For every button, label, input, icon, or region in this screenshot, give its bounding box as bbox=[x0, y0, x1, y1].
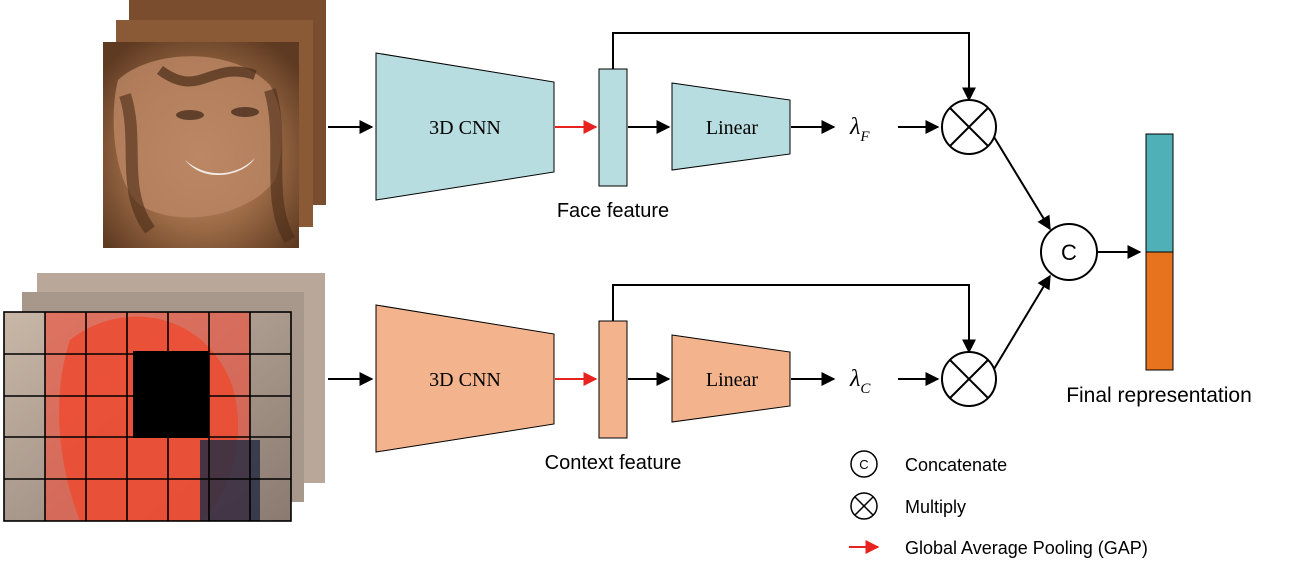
face-linear-block bbox=[671, 82, 791, 171]
context-skip-connection bbox=[612, 284, 976, 354]
face-feature-vector bbox=[598, 68, 628, 187]
face-input-stack bbox=[103, 0, 326, 248]
context-feature-label: Context feature bbox=[545, 452, 682, 474]
legend-gap-label: Global Average Pooling (GAP) bbox=[905, 538, 1148, 558]
context-linear-label: Linear bbox=[706, 369, 759, 391]
face-multiply-node bbox=[941, 99, 997, 155]
face-feature-label: Face feature bbox=[557, 200, 669, 222]
final-representation-vector bbox=[1145, 133, 1174, 371]
face-cnn-block bbox=[375, 52, 555, 201]
legend-multiply-icon bbox=[850, 492, 878, 520]
face-weight: λF bbox=[849, 114, 870, 145]
context-weight: λC bbox=[849, 366, 871, 397]
context-weight-subscript: C bbox=[860, 381, 871, 397]
legend-concat-icon: C bbox=[850, 450, 878, 478]
final-representation-label: Final representation bbox=[1066, 384, 1252, 407]
context-cnn-block bbox=[375, 304, 555, 453]
context-cnn-label: 3D CNN bbox=[429, 369, 501, 391]
context-grid bbox=[3, 311, 292, 522]
face-cnn-label: 3D CNN bbox=[429, 117, 501, 139]
context-input-stack bbox=[3, 273, 325, 522]
context-to-concat-arrow bbox=[993, 274, 1051, 370]
legend-concat-symbol: C bbox=[859, 457, 868, 472]
context-feature-vector bbox=[598, 320, 628, 439]
context-face-mask bbox=[133, 351, 209, 438]
face-to-concat-arrow bbox=[993, 136, 1051, 231]
legend-concat-label: Concatenate bbox=[905, 455, 1007, 475]
concat-node: C bbox=[1040, 223, 1098, 281]
context-multiply-node bbox=[941, 351, 997, 407]
legend-multiply-label: Multiply bbox=[905, 497, 966, 517]
concat-symbol: C bbox=[1061, 240, 1077, 265]
face-linear-label: Linear bbox=[706, 117, 759, 139]
final-face-part bbox=[1145, 133, 1174, 253]
final-context-part bbox=[1145, 251, 1174, 371]
face-weight-subscript: F bbox=[859, 129, 870, 145]
legend: C Concatenate Multiply Global Average Po… bbox=[849, 450, 1148, 558]
face-image bbox=[113, 56, 296, 244]
face-weight-symbol: λ bbox=[849, 114, 860, 140]
context-linear-block bbox=[671, 334, 791, 423]
context-weight-symbol: λ bbox=[849, 366, 860, 392]
face-skip-connection bbox=[612, 32, 976, 102]
